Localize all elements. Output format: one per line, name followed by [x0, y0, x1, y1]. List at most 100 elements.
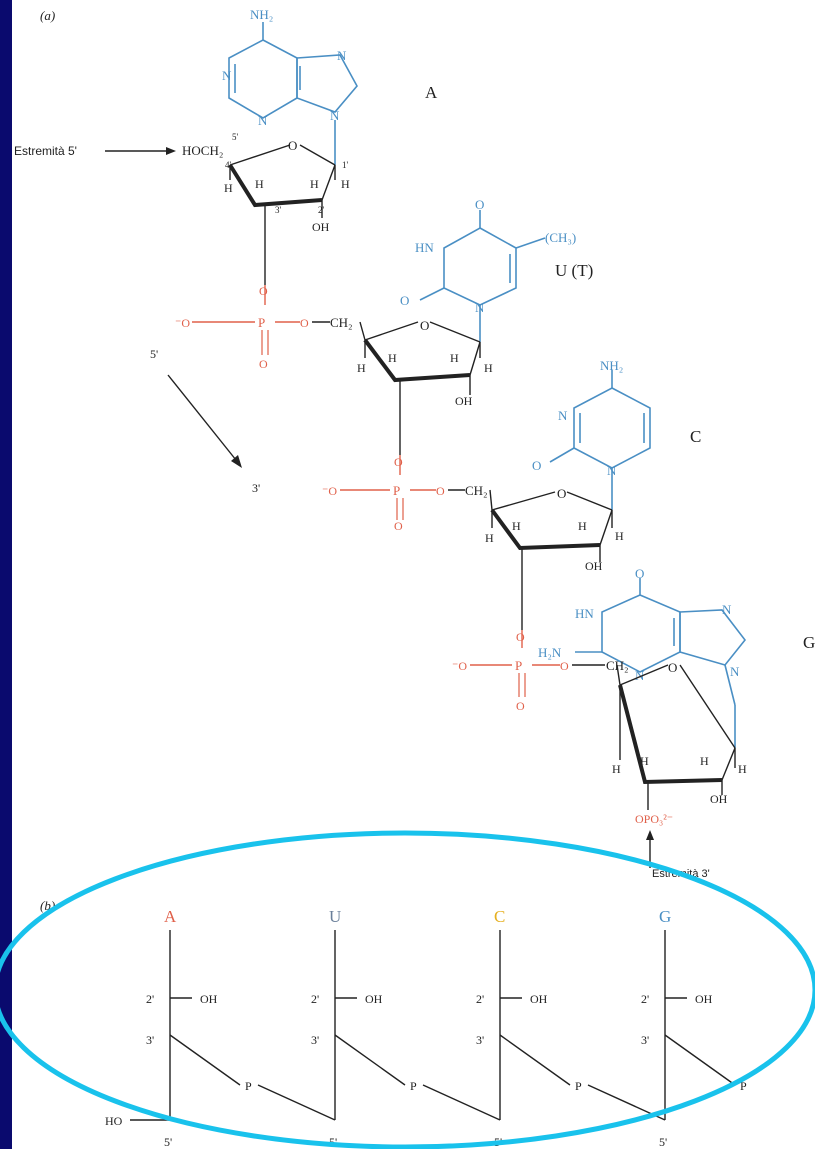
- o-minus-label: ⁻O: [322, 484, 337, 498]
- nucleotide-u: O O HN N (CH₃) U (T) CH₂ O H H H H OH: [330, 197, 593, 455]
- h-label: H: [484, 361, 493, 375]
- p-label: P: [515, 658, 522, 673]
- h-label: H: [700, 754, 709, 768]
- schematic-3p-bond: [664, 1034, 736, 1086]
- oh-label: OH: [455, 394, 473, 408]
- direction-to: 3': [252, 481, 260, 495]
- base-label-u: U (T): [555, 261, 593, 280]
- pos-2: 2': [318, 205, 325, 215]
- h-label: H: [341, 177, 350, 191]
- schematic-base-a: A: [164, 907, 177, 926]
- h-label: H: [450, 351, 459, 365]
- panel-label-a: (a): [40, 8, 55, 23]
- o-label: O: [516, 630, 525, 644]
- phosphate-3: O P ⁻O O O: [452, 630, 605, 713]
- schematic-3p-bond: [334, 1034, 406, 1086]
- n-label: N: [722, 602, 732, 617]
- n-label: N: [607, 463, 617, 478]
- h-label: H: [578, 519, 587, 533]
- o-label: O: [420, 318, 429, 333]
- n-label: N: [475, 300, 485, 315]
- ch2-label: CH₂: [465, 483, 488, 498]
- pos-4: 4': [225, 160, 232, 170]
- o-label: O: [516, 699, 525, 713]
- ch3-label: (CH₃): [545, 230, 576, 245]
- o-label: O: [557, 486, 566, 501]
- schematic-base-u: U: [329, 907, 341, 926]
- schematic-phosphate: P: [740, 1079, 747, 1093]
- uracil-base: [419, 210, 546, 342]
- n9-label: N: [330, 108, 340, 123]
- schematic-phosphate: P: [410, 1079, 417, 1093]
- nh2-label: NH₂: [600, 358, 623, 373]
- ch2-label: CH₂: [330, 315, 353, 330]
- schematic-3p-bond: [169, 1034, 241, 1086]
- o-minus-label: ⁻O: [175, 316, 190, 330]
- schematic-c3: 3': [146, 1033, 154, 1047]
- pos-1: 1': [342, 160, 349, 170]
- o-label: O: [668, 660, 677, 675]
- schematic-p5-bond: [257, 1084, 336, 1121]
- schematic-ho: HO: [105, 1114, 123, 1128]
- nucleotide-c: NH₂ N O N C CH₂ O H H H H OH: [465, 358, 701, 630]
- oh-label: OH: [710, 792, 728, 806]
- base-label-a: A: [425, 83, 438, 102]
- schematic-c3: 3': [311, 1033, 319, 1047]
- schematic-c3: 3': [641, 1033, 649, 1047]
- o-label: O: [635, 566, 644, 581]
- schematic-oh: OH: [695, 992, 713, 1006]
- nh2-label: NH₂: [250, 7, 273, 22]
- base-label-g: G: [803, 633, 815, 652]
- phosphate-1: O P ⁻O O O: [175, 284, 330, 371]
- ribose-4: [616, 664, 736, 810]
- o-label: O: [400, 293, 409, 308]
- schematic-c2: 2': [641, 992, 649, 1006]
- schematic-c2: 2': [311, 992, 319, 1006]
- oh-label: OH: [585, 559, 603, 573]
- direction-from: 5': [150, 347, 158, 361]
- h2n-label: H₂N: [538, 645, 562, 660]
- slide-content: [12, 0, 815, 1149]
- ring-oxygen: O: [288, 138, 297, 153]
- h-label: H: [224, 181, 233, 195]
- schematic-oh: OH: [365, 992, 383, 1006]
- schematic-c5: 5': [659, 1135, 667, 1149]
- pos-5: 5': [232, 132, 239, 142]
- oh-label: OH: [312, 220, 330, 234]
- ch2-label: CH₂: [606, 658, 629, 673]
- pos-3: 3': [275, 205, 282, 215]
- o-label: O: [394, 455, 403, 469]
- n1-label: N: [222, 68, 232, 83]
- nucleotide-g: O HN H₂N N N N G CH₂ O H H H H OH OPO₃²⁻: [538, 566, 815, 826]
- schematic-phosphate: P: [575, 1079, 582, 1093]
- ribose-1: [228, 144, 336, 285]
- h-label: H: [615, 529, 624, 543]
- n-label: N: [635, 668, 645, 683]
- h-label: H: [388, 351, 397, 365]
- h-label: H: [310, 177, 319, 191]
- h-label: H: [512, 519, 521, 533]
- p-label: P: [258, 315, 265, 330]
- base-label-c: C: [690, 427, 701, 446]
- hoch2-label: HOCH₂: [182, 143, 223, 158]
- adenine-base: [228, 22, 358, 119]
- cytosine-base: [549, 370, 651, 510]
- o-label: O: [300, 316, 309, 330]
- five-prime-end-label: Estremità 5': [14, 144, 77, 158]
- direction-arrow: [167, 374, 237, 461]
- schematic-base-c: C: [494, 907, 505, 926]
- o-minus-label: ⁻O: [452, 659, 467, 673]
- schematic-oh: OH: [530, 992, 548, 1006]
- n3-label: N: [258, 113, 268, 128]
- n-label: N: [558, 408, 568, 423]
- phosphate-2: O P ⁻O O O: [322, 455, 465, 533]
- p-label: P: [393, 483, 400, 498]
- schematic-base-g: G: [659, 907, 671, 926]
- n7-label: N: [337, 48, 347, 63]
- ribose-2: [359, 321, 481, 455]
- o-label: O: [436, 484, 445, 498]
- h-label: H: [738, 762, 747, 776]
- o-label: O: [532, 458, 541, 473]
- schematic-c2: 2': [146, 992, 154, 1006]
